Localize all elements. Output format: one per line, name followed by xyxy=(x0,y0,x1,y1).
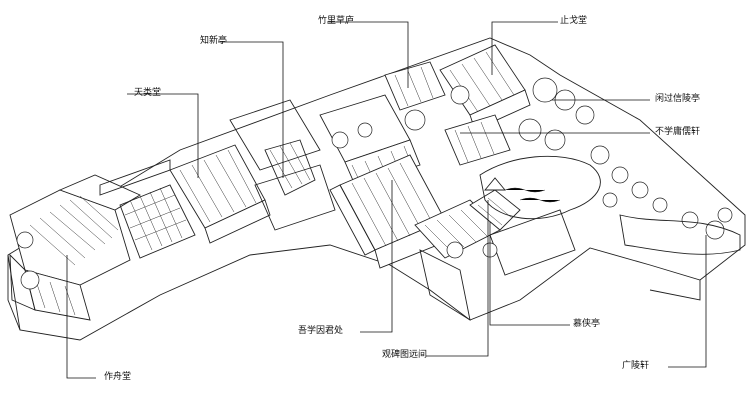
label-guang-ling-xuan: 广陵轩 xyxy=(622,361,650,371)
hall-zuo-zhou-tang xyxy=(9,174,141,321)
label-zhu-li-cao-lu: 竹里草庐 xyxy=(318,16,355,26)
hall-yan-bei-tu-yuan-jian xyxy=(414,199,501,321)
label-zuo-zhou-tang: 作舟堂 xyxy=(104,372,132,382)
label-zhi-xin-ting: 知新亭 xyxy=(200,36,228,46)
hall-tian-lei-tang xyxy=(99,144,271,244)
courtyard-left xyxy=(119,184,196,259)
pond xyxy=(479,155,601,220)
label-gui-xia-ting: 慕侠亭 xyxy=(573,319,601,329)
leader-lines xyxy=(66,21,707,379)
label-zhi-ge-tang: 止戈堂 xyxy=(560,16,588,26)
hall-zhi-ge-tang xyxy=(439,44,531,131)
rockery-and-trees xyxy=(16,77,741,290)
hall-bu-xue-yong-ru-xuan xyxy=(444,114,511,166)
label-tian-lei-tang: 天类堂 xyxy=(134,88,162,98)
label-xian-guo-xin-ling-ting: 闲过信陵亭 xyxy=(655,94,701,104)
label-bu-xue-yong-ru-xuan: 不学庸儒轩 xyxy=(655,127,701,137)
label-yan-bei-tu-yuan-jian: 观碑图远间 xyxy=(382,350,428,360)
label-wu-xue-yin-jun-chu: 吾学因君处 xyxy=(298,326,344,336)
site-base xyxy=(7,37,746,341)
pavilion-zhi-xin-ting xyxy=(229,99,336,231)
